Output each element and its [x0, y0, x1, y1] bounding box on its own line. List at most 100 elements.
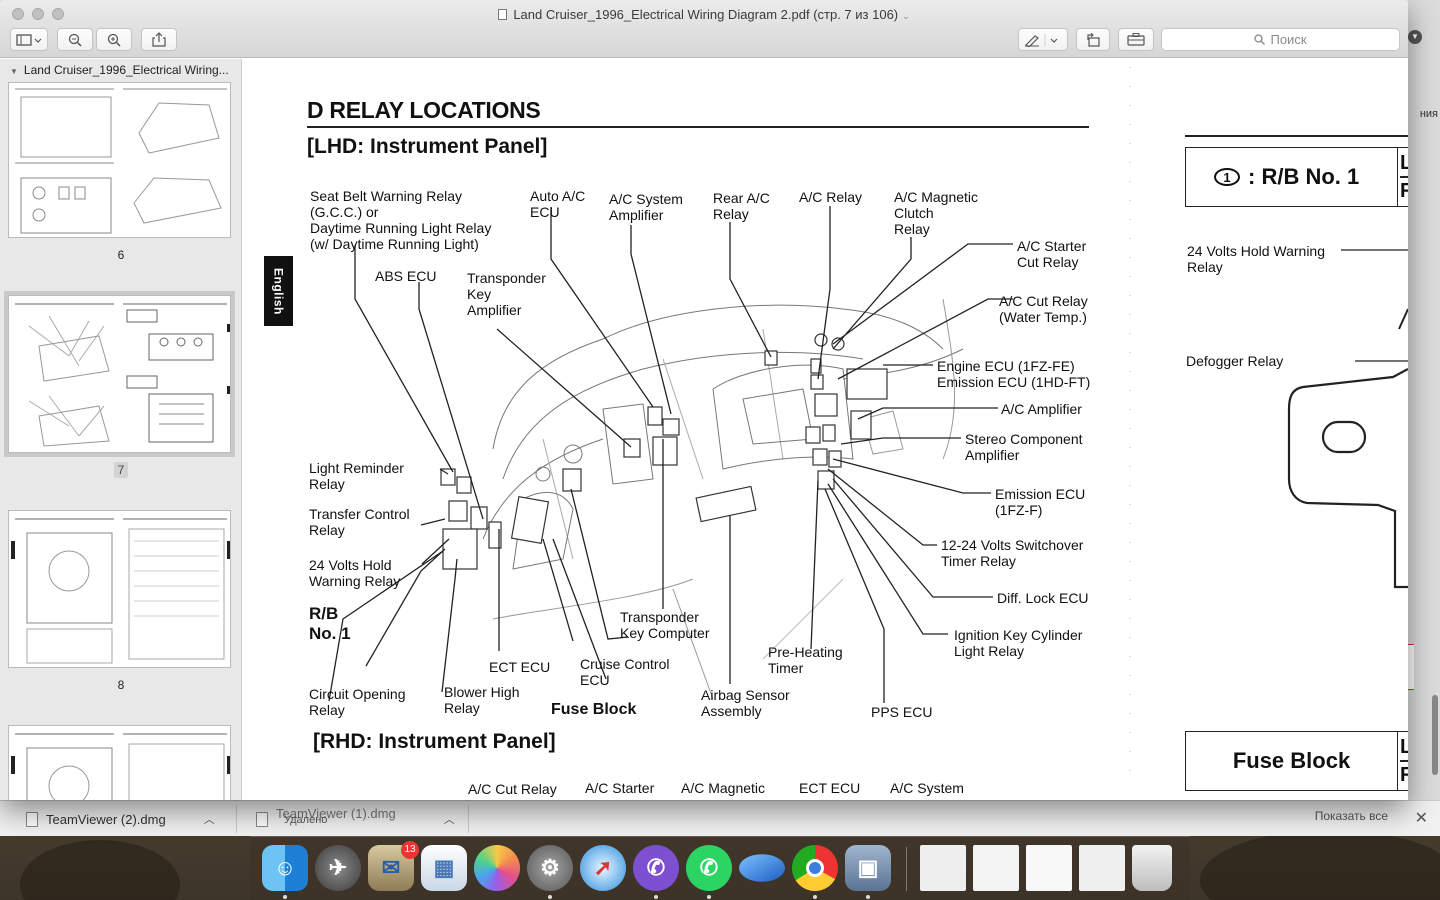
minimize-window-button[interactable] [32, 8, 44, 20]
finder-icon[interactable]: ☺ [262, 845, 308, 891]
chevron-down-icon[interactable]: ▼ [1408, 30, 1422, 44]
pdf-document-icon [498, 9, 508, 20]
safari-icon[interactable]: ➚ [580, 845, 626, 891]
label-ac-amplifier: A/C Amplifier [1001, 401, 1082, 417]
markup-button[interactable] [1018, 28, 1068, 51]
divider [1400, 176, 1408, 178]
show-all-downloads-button[interactable]: Показать все [1314, 809, 1388, 823]
close-window-button[interactable] [12, 8, 24, 20]
page-thumbnail[interactable] [8, 725, 231, 800]
language-side-tab: English [264, 256, 293, 326]
rhd-label: ECT ECU [799, 780, 861, 796]
mail-icon[interactable]: ✉13 [368, 841, 419, 891]
toolbox-button[interactable] [1118, 28, 1154, 51]
markup-pen-icon [1025, 33, 1058, 47]
viber-icon[interactable]: ✆ [633, 845, 679, 891]
rotate-icon [1087, 32, 1100, 47]
page-number-label-selected: 7 [0, 462, 241, 478]
close-icon[interactable]: ✕ [1414, 810, 1428, 827]
rotate-button[interactable] [1076, 28, 1110, 51]
search-icon [1254, 34, 1266, 45]
zoom-window-button[interactable] [52, 8, 64, 20]
preview-window: Land Cruiser_1996_Electrical Wiring Diag… [0, 0, 1408, 800]
thumbnail-sidebar: ▼Land Cruiser_1996_Electrical Wiring... … [0, 59, 242, 800]
running-indicator [283, 895, 287, 899]
rhd-label: A/C Magnetic [681, 780, 766, 796]
right-page-rule [1185, 135, 1408, 137]
running-indicator [707, 895, 711, 899]
zoom-out-icon [68, 33, 82, 47]
document-stack-icon[interactable] [920, 845, 966, 891]
zoom-out-button[interactable] [57, 28, 93, 51]
lhd-marker: L [1400, 736, 1408, 758]
search-placeholder: Поиск [1270, 32, 1307, 47]
download-item[interactable]: TeamViewer (2).dmg ︿ [26, 801, 215, 837]
downloads-bar: TeamViewer (2).dmg ︿ TeamViewer (1).dmg … [0, 800, 1440, 836]
disclosure-triangle-icon[interactable]: ▼ [10, 67, 18, 76]
page-thumbnail[interactable] [8, 510, 231, 668]
zoom-in-button[interactable] [96, 28, 132, 51]
page-thumbnail-selected[interactable] [4, 291, 235, 457]
lhd-marker: L [1400, 152, 1408, 174]
download-item[interactable]: TeamViewer (1).dmg Удалено ︿ [256, 801, 455, 837]
browser-scrollbar[interactable] [1432, 695, 1438, 775]
rb-no1-title: : R/B No. 1 [1248, 164, 1360, 189]
window-title-container[interactable]: Land Cruiser_1996_Electrical Wiring Diag… [0, 7, 1408, 22]
thumbnail-preview [11, 518, 230, 664]
file-icon [26, 811, 38, 827]
rhd-marker: R [1400, 180, 1408, 202]
section-title: D RELAY LOCATIONS [307, 97, 541, 123]
label-defogger-relay: Defogger Relay [1186, 353, 1284, 369]
running-indicator [813, 895, 817, 899]
label-emission-ecu: Emission ECU(1FZ-F) [995, 486, 1086, 518]
label-ac-relay: A/C Relay [799, 189, 863, 205]
rhd-heading: [RHD: Instrument Panel] [313, 730, 556, 753]
rb-no1-header: 1: R/B No. 1 L R [1185, 147, 1408, 207]
sidebar-document-header[interactable]: ▼Land Cruiser_1996_Electrical Wiring... [0, 59, 241, 81]
lhd-heading: [LHD: Instrument Panel] [307, 135, 548, 158]
chevron-up-icon[interactable]: ︿ [443, 814, 455, 826]
divider [1400, 760, 1408, 762]
label-pps-ecu: PPS ECU [871, 704, 933, 720]
label-engine-ecu: Engine ECU (1FZ-FE)Emission ECU (1HD-FT) [937, 358, 1091, 390]
running-indicator [654, 895, 658, 899]
thumbnail-preview [15, 303, 230, 447]
teamviewer-icon[interactable] [739, 854, 785, 882]
document-stack-icon[interactable] [1079, 845, 1125, 891]
page-number-label: 8 [117, 678, 125, 692]
photos-icon[interactable] [474, 845, 520, 891]
preview-icon[interactable]: ▣ [845, 845, 891, 891]
search-input[interactable]: Поиск [1161, 28, 1400, 51]
share-button[interactable] [141, 28, 177, 51]
sidebar-toggle-button[interactable] [10, 28, 48, 51]
rhd-marker: R [1400, 764, 1408, 786]
label-diff-lock-ecu: Diff. Lock ECU [997, 590, 1089, 606]
mail-unread-badge: 13 [401, 841, 419, 859]
section-rule [307, 126, 1089, 128]
document-stack-icon[interactable] [1026, 845, 1072, 891]
whatsapp-icon[interactable]: ✆ [686, 845, 732, 891]
chevron-up-icon[interactable]: ︿ [203, 814, 215, 826]
trash-icon[interactable] [1132, 845, 1172, 891]
system-preferences-icon[interactable]: ⚙ [527, 845, 573, 891]
toolbox-icon [1127, 33, 1145, 46]
photo-booth-icon[interactable]: ▦ [421, 845, 467, 891]
dock-separator [906, 847, 907, 891]
launchpad-icon[interactable]: ✈ [315, 845, 361, 891]
document-stack-icon[interactable] [973, 845, 1019, 891]
page-divider [1129, 67, 1131, 787]
zoom-in-icon [107, 33, 121, 47]
page-thumbnail[interactable] [8, 82, 231, 238]
chevron-down-icon: ⌄ [902, 11, 910, 21]
chrome-icon[interactable] [792, 845, 838, 891]
